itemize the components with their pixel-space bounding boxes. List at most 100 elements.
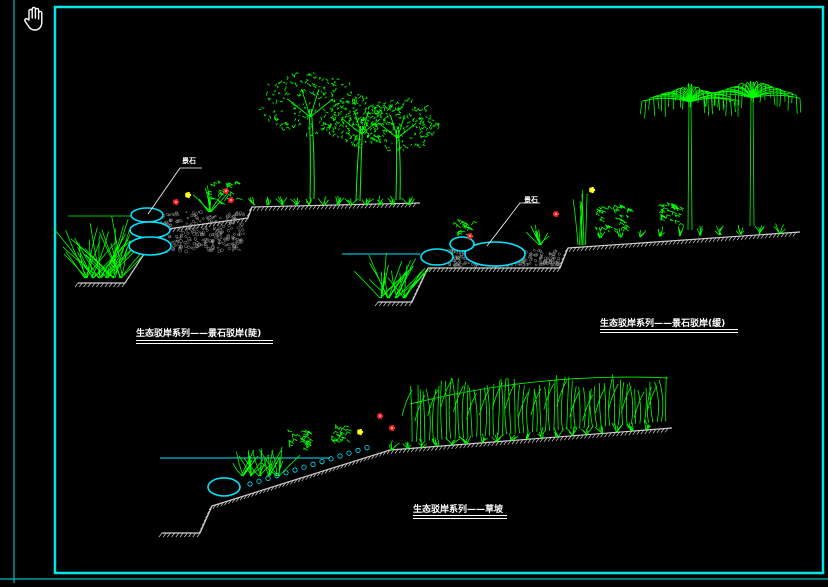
gravel-dot (206, 246, 211, 251)
ground-hatch (584, 246, 589, 251)
gravel-dot (168, 223, 172, 227)
ground-hatch (284, 205, 289, 211)
gravel-dot (556, 262, 560, 267)
gravel-dot (454, 255, 457, 258)
gravel-dot (215, 233, 219, 236)
gravel-dot (175, 234, 179, 238)
gravel-dot (170, 241, 174, 244)
ground-hatch (720, 237, 725, 242)
grass-blades (232, 449, 259, 477)
ground-hatch (704, 238, 709, 243)
ground-hatch (776, 233, 781, 238)
gravel-dot (203, 240, 207, 244)
ground-hatch (696, 238, 701, 244)
ground-hatch (87, 282, 92, 288)
gravel-dot (185, 211, 188, 214)
ground-hatch (328, 468, 333, 473)
ground-hatch (344, 204, 349, 209)
ground-hatch (404, 203, 409, 208)
section1-stone-bottom (128, 236, 172, 256)
ground-hatch (432, 267, 437, 273)
gravel-dot (545, 262, 549, 265)
ground-hatch (563, 251, 567, 257)
ground-hatch (188, 225, 193, 230)
ground-hatch (507, 440, 512, 445)
flower-center (187, 194, 189, 196)
ground-hatch (756, 234, 761, 239)
ground-hatch (292, 205, 297, 211)
ground-hatch (274, 485, 279, 490)
ground-hatch (351, 460, 356, 466)
gravel-dot (529, 252, 533, 256)
gravel-dot (209, 248, 212, 251)
gravel-dot (231, 242, 235, 246)
gravel-dot (451, 249, 455, 253)
gravel-dot (226, 234, 230, 238)
ground-hatch (392, 203, 397, 208)
ground-hatch (78, 282, 83, 288)
section3-lawn-grass (580, 425, 594, 435)
ground-hatch (131, 268, 135, 274)
ground-hatch (391, 301, 396, 307)
ground-hatch (536, 267, 541, 273)
ground-hatch (100, 282, 104, 288)
ground-hatch (531, 438, 536, 443)
hand-pan-icon[interactable] (22, 6, 46, 32)
grass-blades (247, 196, 256, 206)
section1-callout-leader (147, 167, 202, 215)
ground-hatch (632, 243, 637, 248)
section3-caption-underline-2 (413, 518, 507, 519)
gravel-dot (238, 249, 241, 252)
ground-hatch (768, 233, 773, 239)
gravel-dot (166, 212, 169, 216)
gravel-dot (546, 256, 549, 259)
ground-hatch (264, 206, 269, 211)
gravel-dot (190, 214, 194, 218)
section3-lawn-grass (509, 433, 518, 441)
flower-center (230, 199, 232, 201)
ground-hatch (124, 279, 128, 284)
ground-hatch (447, 445, 451, 450)
ground-hatch (784, 232, 789, 238)
gravel-dot (212, 226, 216, 230)
section2-stone-small (420, 248, 454, 266)
reed-stems (572, 189, 588, 246)
gravel-dot (187, 236, 191, 241)
ground-hatch (188, 532, 192, 538)
ground-hatch (547, 437, 552, 442)
section3-bank-shrub (330, 423, 352, 444)
gravel-dot (191, 230, 194, 234)
ground-hatch (312, 205, 317, 210)
grass-blades (258, 446, 301, 477)
gravel-dot (206, 217, 210, 220)
section3-lawn-grass (594, 425, 604, 434)
gravel-dot (219, 227, 223, 231)
section3-lawn-grass (565, 426, 578, 436)
section1-water-plant (54, 230, 131, 279)
section1-bank-plant (192, 185, 229, 213)
ground-hatch (544, 267, 549, 273)
section2-stone-callout: 景石 (524, 196, 538, 204)
section3-lawn-grass (459, 435, 472, 445)
gravel-dot (532, 253, 535, 256)
gravel-dot (229, 221, 232, 225)
gravel-dot (235, 245, 238, 248)
ground-hatch (400, 301, 404, 307)
gravel-dot (184, 235, 188, 238)
gravel-dot (228, 212, 231, 215)
ground-hatch (780, 232, 785, 238)
flower-center (391, 427, 393, 429)
ground-hatch (135, 261, 140, 267)
gravel-dot (239, 239, 244, 244)
ground-hatch (140, 254, 144, 259)
ground-hatch (564, 247, 569, 253)
grass-blades (509, 433, 518, 441)
gravel-dot (525, 263, 529, 267)
section2-caption-underline-2 (600, 332, 738, 333)
tree-branch (342, 118, 362, 135)
gravel-dot (235, 241, 240, 245)
ground-hatch (360, 204, 365, 209)
ground-hatch (624, 431, 628, 436)
